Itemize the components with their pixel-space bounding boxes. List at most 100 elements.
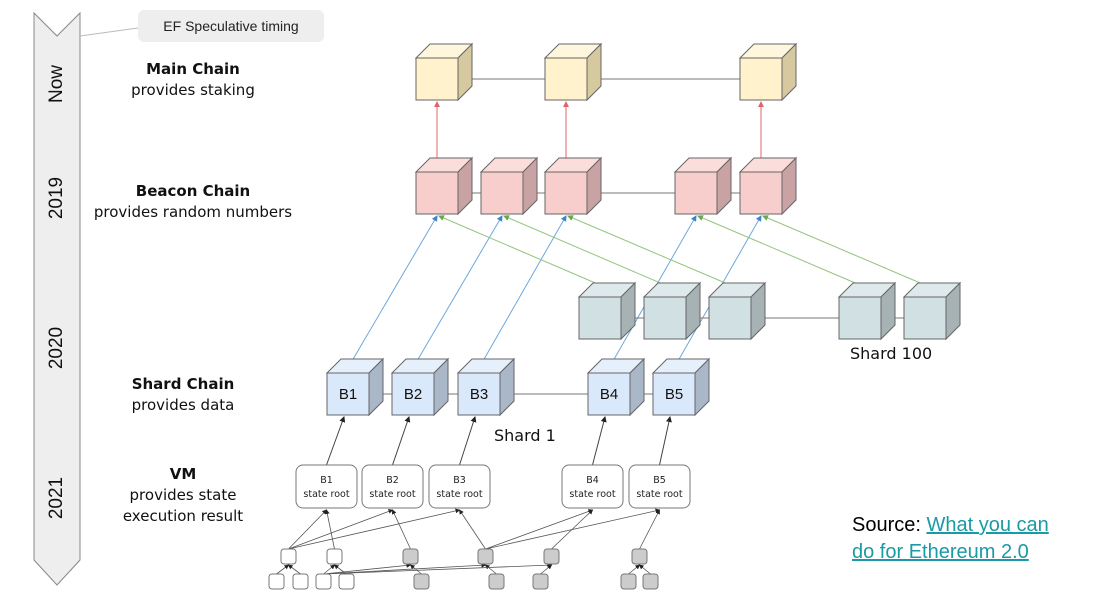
merkle-node (326, 548, 343, 565)
shard-chain-label: Shard Chain provides data (98, 374, 268, 416)
main-chain-label: Main Chain provides staking (98, 59, 288, 101)
source-link-line2[interactable]: do for Ethereum 2.0 (852, 541, 1029, 563)
source-link[interactable]: What you can do for Ethereum 2.0 (852, 514, 1049, 563)
beacon-chain-block-front (674, 171, 718, 215)
shard100-to-beacon-link-4 (762, 215, 926, 286)
shard1-block: B5 (651, 357, 711, 417)
tree-to-vm-link-4 (391, 509, 411, 550)
vm-to-shard-link-1 (392, 416, 411, 466)
state-root-block: B4 (586, 475, 599, 486)
state-root-box-frame (361, 464, 424, 509)
beacon-chain-label: Beacon Chain provides random numbers (80, 181, 306, 223)
shard-chain-title: Shard Chain (131, 375, 235, 393)
beacon-chain-block-front (480, 171, 524, 215)
main-chain-block (543, 42, 603, 102)
tree-to-vm-link-2 (288, 508, 461, 550)
beacon-chain-block (673, 156, 733, 216)
shard100-to-beacon-link-3 (697, 215, 861, 286)
tree-level2-link-4 (323, 563, 412, 575)
shard100-block-front (708, 296, 752, 340)
shard1-block-label: B5 (665, 386, 683, 403)
vm-subtitle-2: execution result (122, 507, 244, 525)
shard100-block (837, 281, 897, 341)
tree-level2-link-1 (287, 564, 301, 575)
tree-level2-link-9 (540, 564, 553, 575)
beacon-chain-block (479, 156, 539, 216)
state-root-box-frame (295, 464, 358, 509)
shard100-to-beacon-link-0 (438, 215, 601, 286)
tree-to-vm-link-8 (551, 509, 594, 550)
tree-level2-link-2 (323, 564, 336, 575)
beacon-chain-block-front (544, 171, 588, 215)
year-now: Now (46, 65, 67, 104)
merkle-leaf (642, 573, 659, 590)
state-root-box-frame (561, 464, 624, 509)
beacon-chain-block (738, 156, 798, 216)
shard100-block-front (643, 296, 687, 340)
shard1-block-front (587, 372, 631, 416)
shard100-block-front (903, 296, 947, 340)
beacon-chain-block-front (739, 171, 783, 215)
shard100-to-beacon-link-2 (567, 215, 731, 286)
merkle-node (631, 548, 648, 565)
shard100-block-front (838, 296, 882, 340)
state-root-text: state root (569, 489, 615, 500)
tree-level2-link-7 (484, 564, 497, 575)
shard1-to-beacon-link-0 (351, 215, 438, 362)
shard100-block (902, 281, 962, 341)
beacon-chain-block (543, 156, 603, 216)
vm-to-shard-link-3 (592, 416, 607, 466)
shard100-block (707, 281, 767, 341)
source-link-line1[interactable]: What you can (926, 514, 1049, 536)
badge-connector (79, 27, 139, 37)
state-root-box: B1 state root (295, 464, 358, 509)
state-root-block: B3 (453, 475, 466, 486)
shard1-block-front (326, 372, 370, 416)
vm-title: VM (169, 465, 197, 483)
tree-level2-link-6 (323, 562, 487, 575)
merkle-node (543, 548, 560, 565)
shard1-to-beacon-link-1 (416, 215, 503, 362)
vm-subtitle-1: provides state (129, 486, 237, 504)
shard1-block-label: B4 (600, 386, 618, 403)
beacon-chain-subtitle: provides random numbers (93, 203, 293, 221)
shard1-to-beacon-link-2 (482, 215, 567, 362)
merkle-leaf (532, 573, 549, 590)
state-root-text: state root (303, 489, 349, 500)
timing-badge: EF Speculative timing (138, 10, 324, 42)
merkle-leaf (413, 573, 430, 590)
main-chain-block (414, 42, 474, 102)
state-root-box: B5 state root (628, 464, 691, 509)
merkle-leaf (292, 573, 309, 590)
year-2020: 2020 (46, 326, 67, 370)
tree-level2-link-5 (409, 564, 422, 575)
tree-to-vm-link-9 (639, 509, 660, 550)
tree-level2-link-11 (638, 564, 651, 575)
state-root-block: B5 (653, 475, 666, 486)
shard1-block: B4 (586, 357, 646, 417)
vm-to-shard-link-2 (459, 416, 477, 466)
merkle-node (280, 548, 297, 565)
tree-level2-link-8 (323, 562, 553, 575)
vm-to-shard-link-4 (659, 416, 672, 466)
shard100-block (642, 281, 702, 341)
main-chain-block-front (739, 57, 783, 101)
state-root-block: B1 (320, 475, 333, 486)
merkle-leaf (315, 573, 332, 590)
shard1-block-front (652, 372, 696, 416)
shard-100-label: Shard 100 (850, 344, 933, 363)
shard1-block-front (457, 372, 501, 416)
state-root-text: state root (636, 489, 682, 500)
shard-1-label: Shard 1 (494, 426, 556, 445)
state-root-box: B4 state root (561, 464, 624, 509)
main-chain-title: Main Chain (146, 60, 240, 78)
main-chain-block-front (544, 57, 588, 101)
merkle-node (402, 548, 419, 565)
timeline-ribbon (33, 11, 139, 586)
merkle-leaf (268, 573, 285, 590)
shard1-block-label: B2 (404, 386, 422, 403)
